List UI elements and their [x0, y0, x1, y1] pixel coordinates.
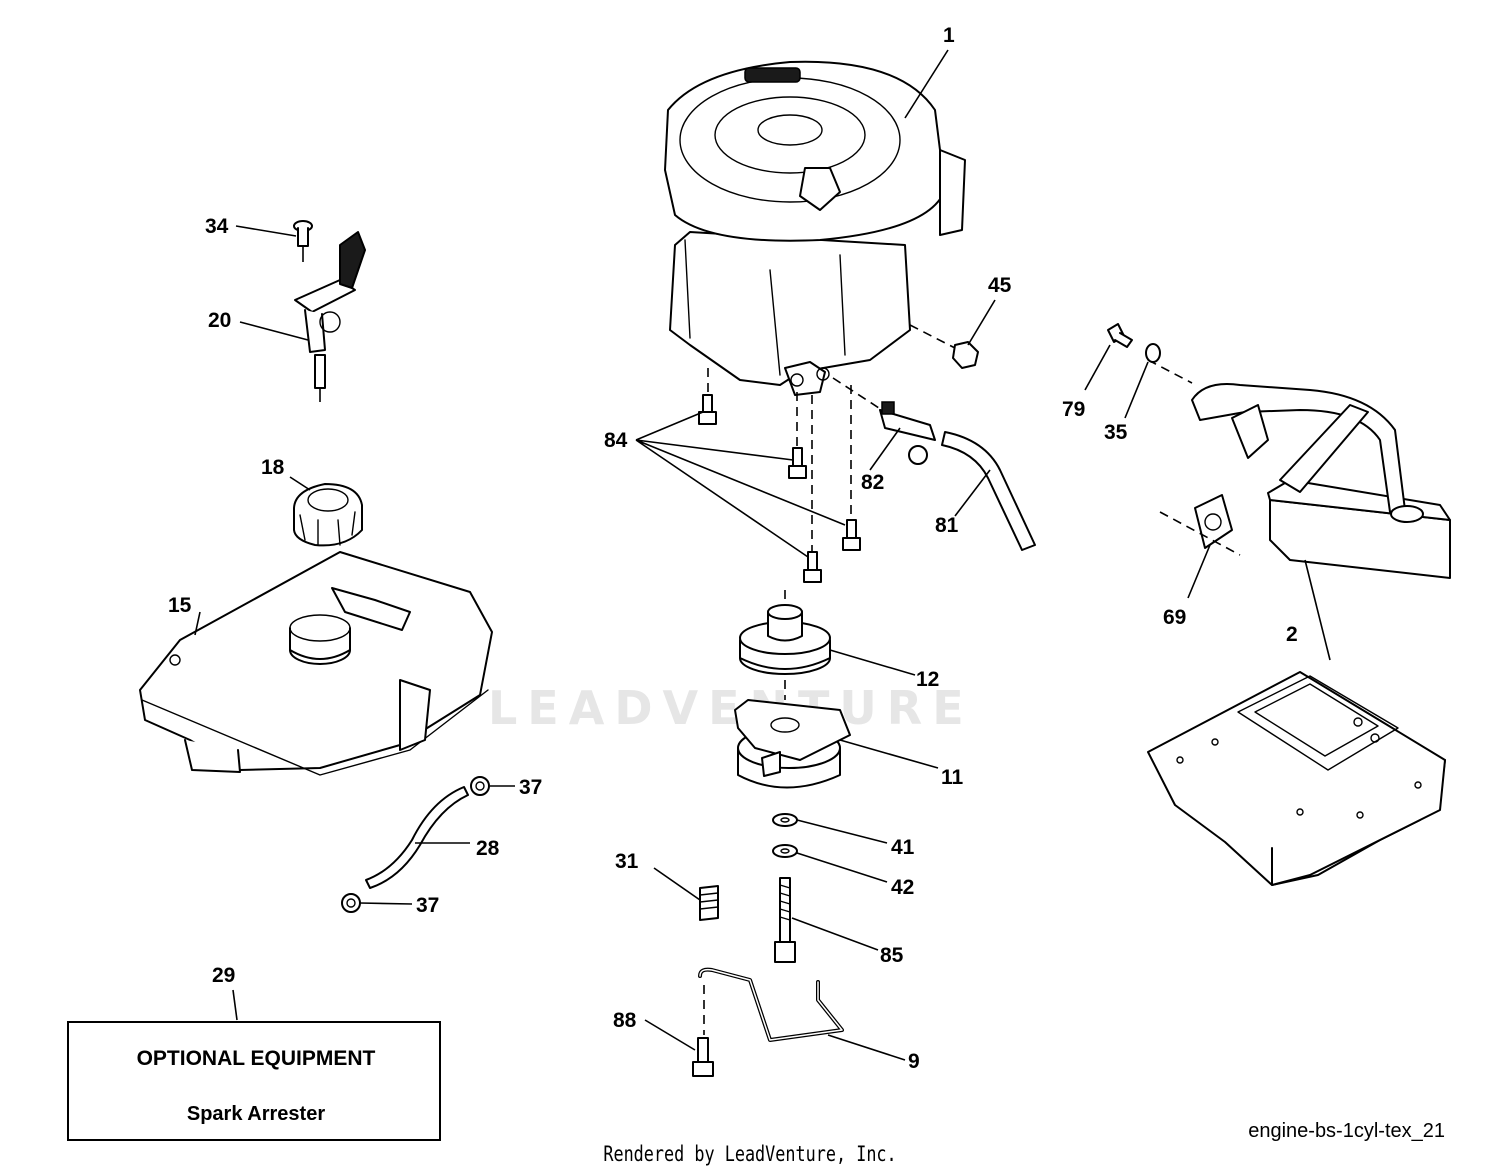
- hose-clamp-top: [470, 776, 490, 796]
- bolt-84-b: [788, 447, 807, 479]
- callout-45: 45: [988, 274, 1012, 297]
- bolt-88: [692, 1037, 714, 1077]
- callout-29: 29: [212, 964, 235, 987]
- bolt-84-c: [842, 519, 861, 551]
- callout-88: 88: [613, 1009, 637, 1032]
- diagram-code: engine-bs-1cyl-tex_21: [1248, 1120, 1445, 1142]
- callout-28: 28: [476, 837, 500, 860]
- bolt-85: [774, 877, 796, 963]
- callout-numbers: 1 2 9 11 12 15 18 20 28 29 31 34 35 37 3…: [168, 24, 1298, 1073]
- callout-82: 82: [861, 471, 884, 494]
- optional-equipment-item: Spark Arrester: [186, 1103, 326, 1125]
- spring-31: [699, 885, 719, 921]
- fuel-hose: [941, 431, 1036, 551]
- leader-lines: [194, 49, 1331, 1061]
- bolt-84-d: [803, 551, 822, 583]
- callout-37-bottom: 37: [416, 894, 439, 917]
- callout-34: 34: [205, 215, 229, 238]
- callout-69: 69: [1163, 606, 1186, 629]
- throttle-control-bracket: [294, 231, 366, 402]
- screw-34: [293, 220, 313, 262]
- engine-mount-plate: [1147, 671, 1446, 886]
- callout-20: 20: [208, 309, 231, 332]
- engine-pulley: [739, 604, 831, 675]
- callout-42: 42: [891, 876, 914, 899]
- callout-31: 31: [615, 850, 639, 873]
- bolt-79: [1107, 323, 1133, 348]
- nut-45: [952, 341, 979, 369]
- rendered-by-credit: Rendered by LeadVenture, Inc.: [603, 1142, 897, 1166]
- washer-42: [772, 844, 798, 858]
- callout-79: 79: [1062, 398, 1085, 421]
- callout-1: 1: [943, 24, 955, 47]
- muffler: [1191, 383, 1451, 579]
- callout-12: 12: [916, 668, 939, 691]
- engine: [664, 60, 966, 396]
- optional-equipment-title: OPTIONAL EQUIPMENT: [136, 1047, 376, 1070]
- watermark-text: LEADVENTURE: [488, 681, 974, 735]
- optional-equipment-box: OPTIONAL EQUIPMENT Spark Arrester: [67, 1021, 441, 1141]
- fuel-line: [365, 786, 469, 889]
- callout-85: 85: [880, 944, 904, 967]
- pto-rod: [698, 967, 844, 1042]
- fuel-shutoff-valve: [879, 401, 936, 465]
- hose-clamp-bottom: [341, 893, 361, 913]
- callout-84: 84: [604, 429, 628, 452]
- callout-37-top: 37: [519, 776, 542, 799]
- fuel-cap: [293, 483, 363, 547]
- callout-18: 18: [261, 456, 285, 479]
- callout-2: 2: [1286, 623, 1298, 646]
- callout-15: 15: [168, 594, 192, 617]
- fuel-tank: [139, 551, 493, 776]
- callout-81: 81: [935, 514, 959, 537]
- callout-35: 35: [1104, 421, 1128, 444]
- bolt-84-a: [698, 394, 717, 425]
- pto-clutch: [734, 699, 851, 789]
- callout-9: 9: [908, 1050, 920, 1073]
- callout-11: 11: [941, 766, 964, 789]
- callout-41: 41: [891, 836, 915, 859]
- washer-41: [772, 813, 798, 827]
- washer-35: [1145, 343, 1161, 363]
